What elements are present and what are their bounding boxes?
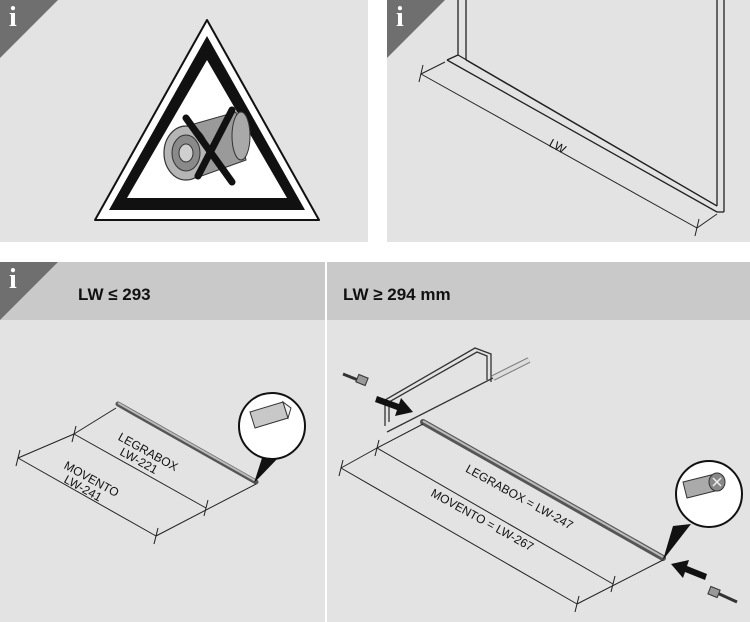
prohibition-cross-icon: [182, 106, 236, 186]
arrow-right-icon: [375, 396, 413, 416]
panel-long-rail: LW ≥ 294 mm: [327, 262, 750, 622]
header-lw-min: LW ≥ 294 mm: [343, 285, 451, 304]
lw-dimension-line: [418, 61, 718, 237]
magnifier-detail-icon: [238, 392, 306, 483]
warning-illustration: [94, 19, 320, 221]
hacksaw-icon: [384, 347, 531, 433]
panel-cabinet: LW i: [387, 0, 750, 242]
info-letter: i: [396, 2, 404, 33]
cabinet-illustration: LW: [418, 0, 725, 237]
panel-short-rail: LW ≤ 293 LEGRABOX LW-221 MOVENTO LW-241: [0, 262, 325, 622]
screw-left-icon: [342, 372, 369, 387]
info-letter: i: [9, 2, 17, 33]
info-corner-icon: [387, 0, 445, 58]
header-lw-max: LW ≤ 293: [78, 285, 151, 304]
info-corner-icon: [0, 262, 58, 320]
magnifier-detail-icon: [663, 460, 743, 560]
panel-header: [327, 262, 750, 320]
rail-bar-icon: [420, 419, 666, 561]
rail-bar-icon: [115, 401, 259, 485]
panel-warning: i: [0, 0, 368, 242]
info-letter: i: [9, 264, 17, 295]
arrow-left-icon: [671, 560, 707, 580]
long-rail-illustration: LEGRABOX = LW-247 MOVENTO = LW-267: [338, 347, 743, 613]
lw-label: LW: [547, 136, 569, 157]
screw-right-icon: [707, 585, 738, 604]
info-corner-icon: [0, 0, 58, 58]
short-rail-illustration: LEGRABOX LW-221 MOVENTO LW-241: [15, 392, 306, 545]
